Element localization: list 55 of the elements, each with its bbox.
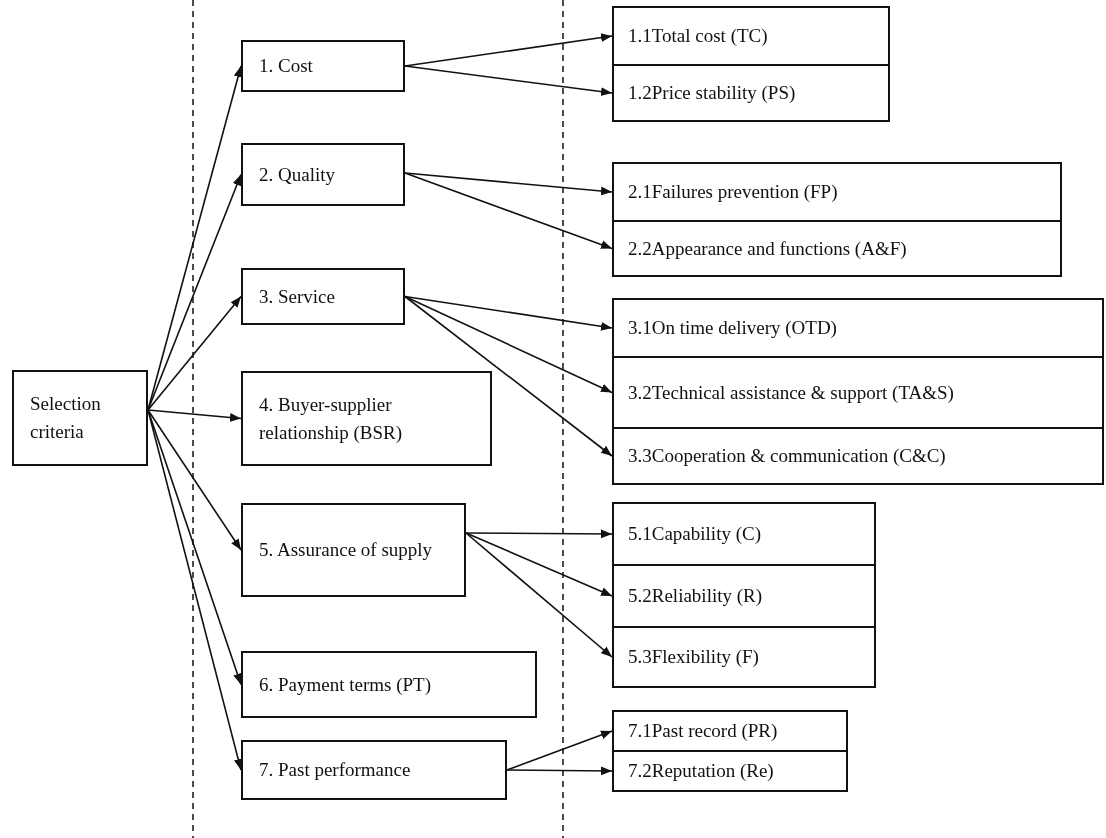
criterion-box [612,710,848,752]
criterion-box [612,298,1104,358]
criterion-box [241,143,405,206]
arrow [404,33,613,67]
criterion-label: 1. Cost [259,54,313,79]
criterion-box [612,502,876,566]
criterion-label: 7.1Past record (PR) [628,719,778,744]
criterion-label: 2.2Appearance and functions (A&F) [628,236,907,261]
criterion-label: 1.1Total cost (TC) [628,24,768,49]
arrow [404,65,613,96]
arrow [404,172,613,196]
arrow [506,766,613,776]
criterion-box [612,626,876,688]
arrow [404,295,613,457]
criterion-box [612,6,890,66]
criterion-box [612,750,848,792]
arrow [506,730,613,771]
criterion-label: 1.2Price stability (PS) [628,81,796,106]
arrow [404,172,613,250]
arrow [465,532,613,597]
criterion-box [241,40,405,92]
criterion-label: 2. Quality [259,162,335,187]
criterion-box [612,162,1062,222]
criterion-box [612,564,876,628]
criterion-box [612,427,1104,485]
arrow [404,295,613,331]
criterion-label: 4. Buyer-supplier relationship (BSR) [259,392,404,445]
criterion-label: 7. Past performance [259,758,411,783]
criterion-box [241,651,537,718]
criterion-label: 5.3Flexibility (F) [628,645,759,670]
criterion-label: 3. Service [259,284,335,309]
arrow [465,529,613,539]
criterion-box [241,371,492,466]
arrow [147,409,242,551]
criterion-label: 5.2Reliability (R) [628,584,763,609]
criterion-box [241,740,507,800]
criterion-box [612,64,890,122]
criterion-label: 5. Assurance of supply [259,538,433,563]
arrow [465,532,613,658]
criterion-box [612,220,1062,277]
arrow [404,295,613,394]
arrow [147,295,242,411]
criterion-label: 6. Payment terms (PT) [259,672,432,697]
criterion-label: 3.2Technical assistance & support (TA&S) [628,380,954,405]
criterion-label: 2.1Failures prevention (FP) [628,180,838,205]
criterion-box [12,370,148,466]
criterion-label: Selection criteria [30,392,102,444]
criterion-label: 3.1On time delivery (OTD) [628,316,837,341]
criterion-box [241,268,405,325]
arrow [147,409,242,422]
criterion-box [241,503,466,597]
criterion-box [612,356,1104,429]
criterion-label: 5.1Capability (C) [628,522,761,547]
criterion-label: 3.3Cooperation & communication (C&C) [628,444,946,469]
criterion-label: 7.2Reputation (Re) [628,759,774,784]
